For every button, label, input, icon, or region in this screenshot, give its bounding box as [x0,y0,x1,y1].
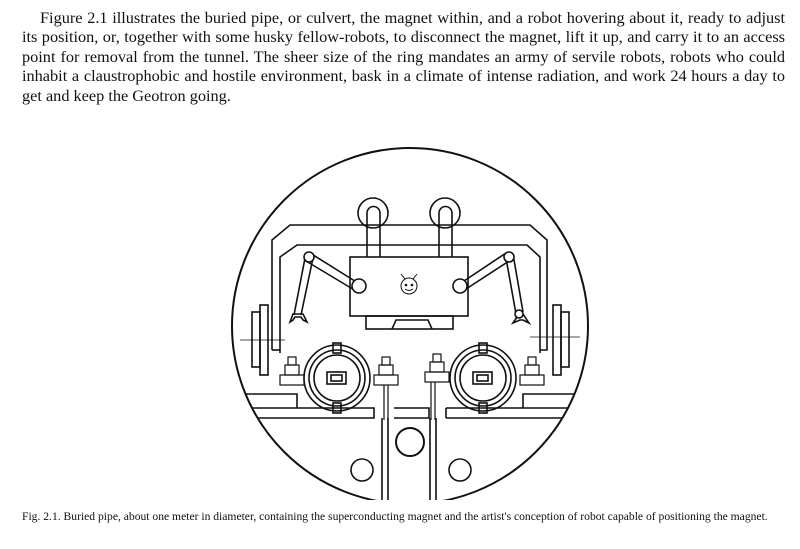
body-paragraph: Figure 2.1 illustrates the buried pipe, … [22,8,785,105]
support-frame [271,224,548,353]
robot [288,197,532,330]
figure-caption: Fig. 2.1. Buried pipe, about one meter i… [22,510,768,523]
floor-structure [232,393,588,500]
figure-2-1-illustration [231,147,589,500]
left-wheel [240,304,285,376]
pipe-outline [231,147,589,500]
robot-body [349,256,469,317]
right-arm [452,251,532,326]
right-wheel [530,304,580,376]
right-magnet [449,342,517,414]
left-magnet [303,342,371,414]
clamps [279,353,545,420]
left-arm [288,251,367,325]
robot-face-icon [400,273,418,295]
